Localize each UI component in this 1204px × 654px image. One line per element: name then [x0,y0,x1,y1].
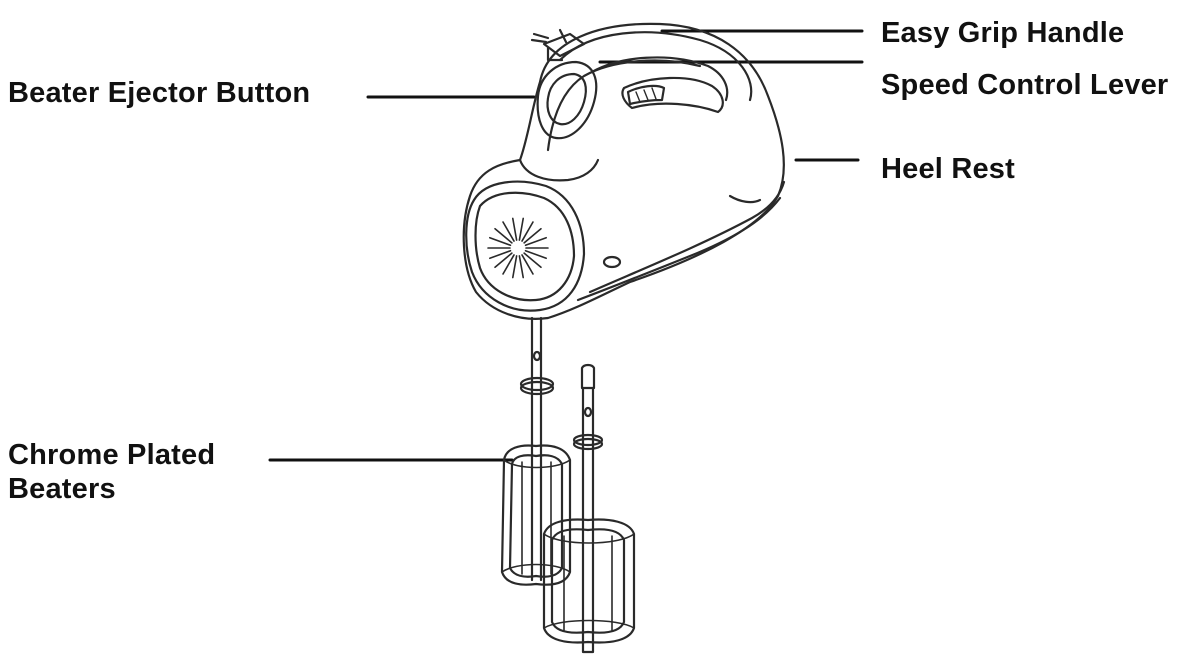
speed-control-lever [626,84,666,106]
mixer-body [462,22,786,320]
label-beater-ejector-button: Beater Ejector Button [8,77,311,109]
beater-right [542,363,636,654]
label-speed-control-lever: Speed Control Lever [881,69,1169,101]
label-chrome-plated-beaters-line2: Beaters [8,473,116,505]
front-vent-face [465,180,586,312]
power-plug [530,28,586,62]
easy-grip-handle [558,31,753,114]
label-easy-grip-handle: Easy Grip Handle [881,17,1125,49]
beater-left [500,316,572,586]
label-heel-rest: Heel Rest [881,153,1015,185]
label-chrome-plated-beaters-line1: Chrome Plated [8,439,216,471]
vent-slots [487,217,549,279]
beater-ejector-button [518,60,600,182]
label-chrome-plated-beaters: Chrome Plated Beaters [8,438,215,506]
